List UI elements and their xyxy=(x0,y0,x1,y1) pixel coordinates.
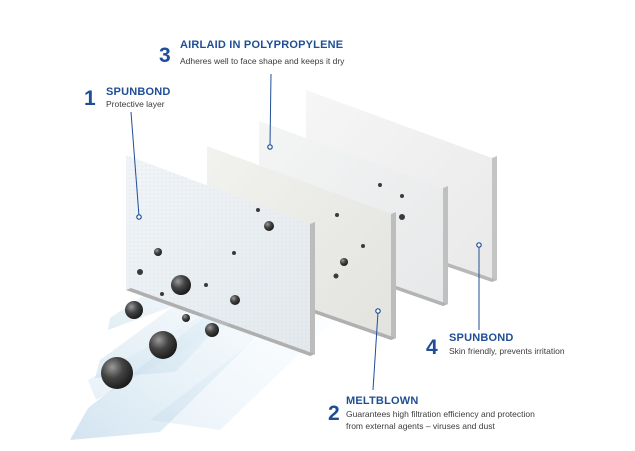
particle-icon xyxy=(335,213,339,217)
particles xyxy=(101,183,405,389)
particle-icon xyxy=(361,244,365,248)
layer-number: 3 xyxy=(159,44,171,67)
particle-icon xyxy=(264,221,274,231)
particle-icon xyxy=(182,314,190,322)
layer-description: Protective layer xyxy=(106,99,165,109)
particle-icon xyxy=(205,323,219,337)
particle-icon xyxy=(232,251,236,255)
layer-number: 2 xyxy=(328,402,340,425)
particle-icon xyxy=(204,283,208,287)
callout-dot-icon xyxy=(375,308,381,314)
layer-number: 1 xyxy=(84,87,96,110)
particle-icon xyxy=(149,331,177,359)
layer-title: SPUNBOND xyxy=(449,332,514,344)
layer-title: AIRLAID IN POLYPROPYLENE xyxy=(180,39,344,51)
callout-dot-icon xyxy=(267,144,273,150)
particle-icon xyxy=(125,301,143,319)
layer-description-line-1: Guarantees high filtration efficiency an… xyxy=(346,409,535,419)
layer-title: SPUNBOND xyxy=(106,86,171,98)
layer-description-line-2: from external agents – viruses and dust xyxy=(346,421,495,431)
particle-icon xyxy=(400,194,404,198)
particle-icon xyxy=(171,275,191,295)
particle-icon xyxy=(101,357,133,389)
callout-dot-icon xyxy=(476,242,482,248)
particle-icon xyxy=(160,292,164,296)
particle-icon xyxy=(154,248,162,256)
leader-lines xyxy=(130,73,480,391)
layer-title: MELTBLOWN xyxy=(346,395,419,407)
callout-dot-icon xyxy=(136,214,142,220)
particle-icon xyxy=(230,295,240,305)
particle-icon xyxy=(340,258,348,266)
layer-description: Skin friendly, prevents irritation xyxy=(449,346,565,356)
layer-description: Adheres well to face shape and keeps it … xyxy=(180,56,345,66)
particle-icon xyxy=(399,214,405,220)
layer-number: 4 xyxy=(426,336,438,359)
particle-icon xyxy=(378,183,382,187)
particle-icon xyxy=(137,269,143,275)
particle-icon xyxy=(333,273,339,279)
particle-icon xyxy=(256,208,260,212)
